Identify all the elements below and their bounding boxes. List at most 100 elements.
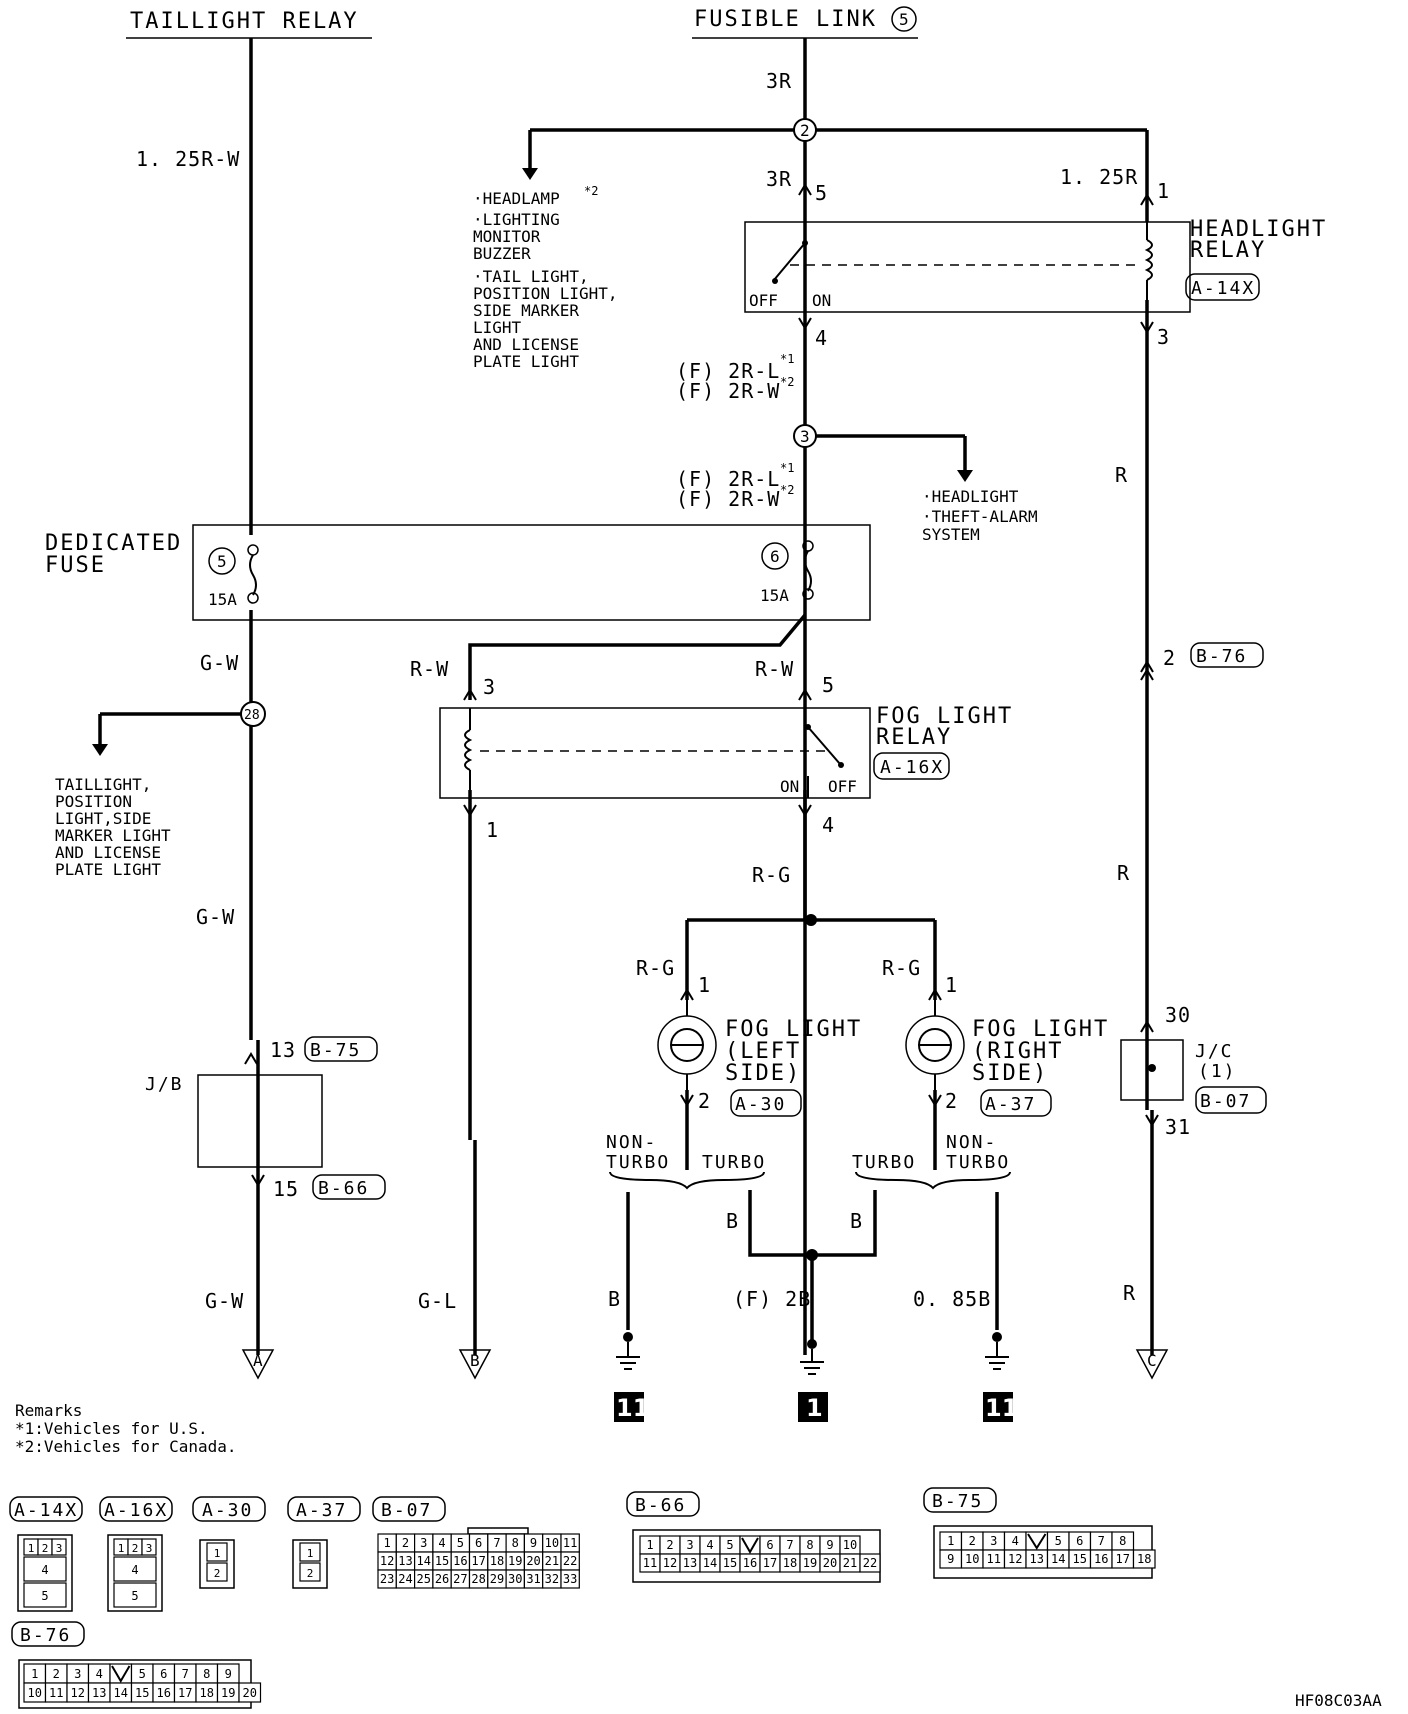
b07-pin-6: 6 (475, 1536, 482, 1550)
b07-pin-13: 13 (398, 1554, 412, 1568)
wire-F2RW-1: (F) 2R-W (676, 379, 780, 403)
pin-hr5: 5 (815, 181, 828, 205)
fog-relay-conn-box (873, 752, 950, 780)
headlight-relay (744, 221, 1191, 313)
b75-key-notch (1027, 1533, 1047, 1550)
b07-pin-2: 2 (402, 1536, 409, 1550)
b75-pin-9: 9 (947, 1552, 954, 1566)
b75-pin-14: 14 (1051, 1552, 1065, 1566)
svg-text:A: A (253, 1351, 263, 1370)
legend-b66-label: B-66 (635, 1495, 686, 1516)
legend-b76-label: B-76 (20, 1625, 71, 1646)
b75-pin-15: 15 (1073, 1552, 1087, 1566)
ground-right-num: 11 (985, 1394, 1018, 1422)
a14x-pin-1: 1 (28, 1542, 35, 1555)
a16x-pin-cell (141, 1538, 157, 1556)
b76-pin-7: 7 (182, 1667, 189, 1681)
legend-b75-label: B-75 (932, 1491, 983, 1512)
svg-text:B: B (470, 1351, 480, 1370)
b76-pin-11: 11 (49, 1686, 63, 1700)
b66-pin-16: 16 (743, 1556, 757, 1570)
a30-pin-cell (206, 1542, 228, 1562)
a16x-pin-4: 4 (131, 1563, 138, 1577)
jb-conn-bot-box (312, 1174, 386, 1200)
ground-mid (798, 1339, 828, 1422)
a30-housing (199, 1539, 235, 1589)
wire-F2RL-1-sup: *1 (780, 352, 794, 366)
turbo-left: TURBO (702, 1152, 766, 1173)
a14x-pin-cell (23, 1556, 67, 1582)
fusible-link-label: FUSIBLE LINK (694, 7, 877, 32)
a16x-pin-5: 5 (131, 1589, 138, 1603)
b76-pin-17: 17 (178, 1686, 192, 1700)
taillight-branch-list: TAILLIGHT, POSITION LIGHT,SIDE MARKER LI… (55, 775, 171, 879)
a30-pin-2: 2 (214, 1567, 221, 1580)
a14x-pin-4: 4 (41, 1563, 48, 1577)
connector-legend: A-14X A-16X A-30 A-37 B-07 B-66 B-75 B-7… (9, 1487, 1156, 1709)
fusible-link-num-circle (891, 6, 917, 32)
b66-pin-6: 6 (766, 1538, 773, 1552)
b76-pin-10: 10 (28, 1686, 42, 1700)
pin-fr-1: 1 (945, 973, 958, 997)
b75-pin-7: 7 (1098, 1534, 1105, 1548)
b07-pin-12: 12 (380, 1554, 394, 1568)
b66-pin-3: 3 (686, 1538, 693, 1552)
jc-title-2: (1) (1198, 1061, 1237, 1082)
remarks-title: Remarks (15, 1401, 82, 1420)
b75-pin-4: 4 (1012, 1534, 1019, 1548)
b76-pin-1: 1 (31, 1667, 38, 1681)
fog-right-conn: A-37 (985, 1094, 1036, 1115)
splice-2-num: 2 (800, 121, 810, 140)
a16x-pin-3: 3 (146, 1542, 153, 1555)
fuse-5-rating: 15A (208, 590, 237, 609)
svg-text:SIDE MARKER: SIDE MARKER (473, 301, 579, 320)
fuse-5-num: 5 (217, 552, 227, 571)
b66-pin-12: 12 (663, 1556, 677, 1570)
b07-pin-7: 7 (493, 1536, 500, 1550)
wire-B-j1: B (726, 1209, 739, 1233)
b76-pin-15: 15 (135, 1686, 149, 1700)
wire-085B: 0. 85B (913, 1287, 991, 1311)
b76-key-notch (111, 1665, 131, 1683)
b07-pin-28: 28 (471, 1572, 485, 1586)
b07-pin-30: 30 (508, 1572, 522, 1586)
pin-fr4: 4 (822, 813, 835, 837)
taillight-relay-label: TAILLIGHT RELAY (130, 9, 359, 34)
svg-text:·LIGHTING: ·LIGHTING (473, 210, 560, 229)
fog-right-title-3: SIDE) (972, 1061, 1048, 1086)
b76-pin-14: 14 (114, 1686, 128, 1700)
b66-pin-13: 13 (683, 1556, 697, 1570)
splice-28-num: 28 (244, 708, 260, 723)
svg-text:TAILLIGHT,: TAILLIGHT, (55, 775, 151, 794)
b07-pin-3: 3 (420, 1536, 427, 1550)
headlamp-sup2: *2 (584, 184, 598, 198)
b66-pin-cell (859, 1553, 881, 1573)
pin-jb13: 13 (270, 1038, 296, 1062)
a14x-pin-cell (23, 1582, 67, 1608)
headlight-branch-list: ·HEADLIGHT ·THEFT-ALARM SYSTEM (922, 487, 1038, 544)
wire-F2RL-1: (F) 2R-L (676, 359, 780, 383)
pin-fr1: 1 (486, 818, 499, 842)
fog-relay-title-1: FOG LIGHT (876, 704, 1013, 729)
b75-pin-16: 16 (1094, 1552, 1108, 1566)
svg-text:PLATE LIGHT: PLATE LIGHT (473, 352, 579, 371)
nonturbo-right-1: NON- (946, 1132, 997, 1153)
b07-pin-5: 5 (457, 1536, 464, 1550)
svg-text:·HEADLAMP: ·HEADLAMP (473, 189, 560, 208)
pin-fr-2: 2 (945, 1089, 958, 1113)
remarks-1: *1:Vehicles for U.S. (15, 1419, 208, 1438)
b07-key (467, 1527, 529, 1535)
splice-28 (240, 701, 266, 727)
wire-GW-3: G-W (205, 1289, 244, 1313)
jb-label: J/B (145, 1074, 184, 1095)
fog-right-conn-box (980, 1089, 1052, 1117)
b07-pin-8: 8 (512, 1536, 519, 1550)
dedicated-fuse-title-1: DEDICATED (45, 531, 182, 556)
fog-relay-title-2: RELAY (876, 725, 952, 750)
b07-pin-24: 24 (398, 1572, 412, 1586)
a30-pin-1: 1 (214, 1547, 221, 1560)
b07-pin-17: 17 (471, 1554, 485, 1568)
wire-125R: 1. 25R (1060, 165, 1138, 189)
wire-RG-main: R-G (752, 863, 791, 887)
svg-text:·THEFT-ALARM: ·THEFT-ALARM (922, 507, 1038, 526)
